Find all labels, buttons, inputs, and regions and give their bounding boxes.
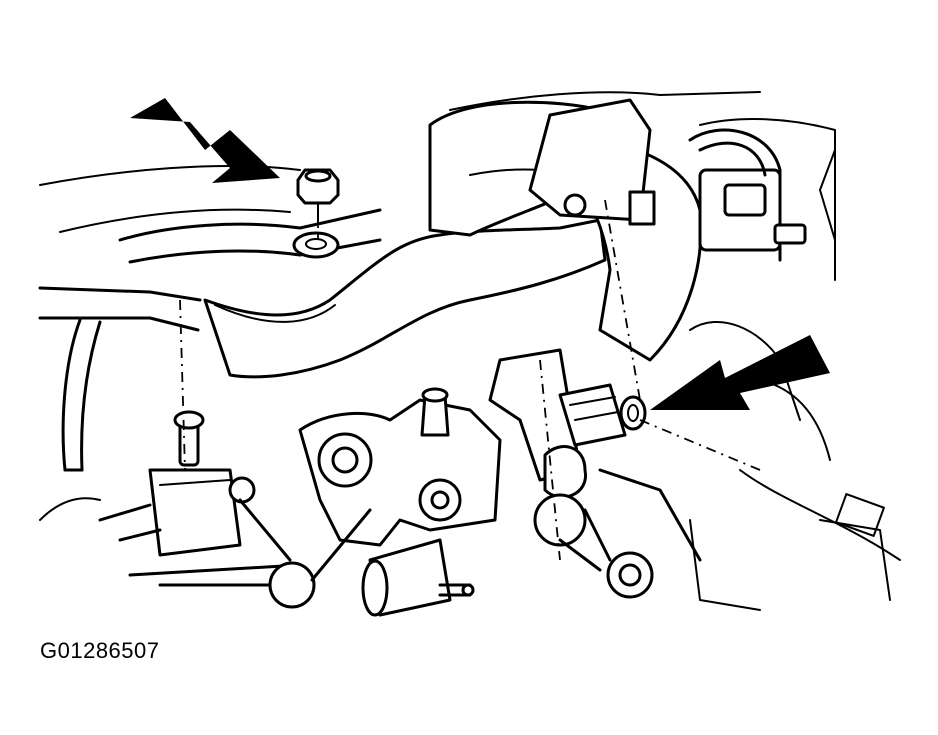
upper-hose xyxy=(118,208,382,264)
central-mount xyxy=(158,387,502,609)
lower-left-brackets xyxy=(98,410,302,577)
lower-actuator xyxy=(361,538,475,617)
left-vacuum-pipe xyxy=(38,286,202,472)
upper-sensor-assembly xyxy=(528,98,807,262)
alignment-lines xyxy=(179,199,761,561)
line-drawing xyxy=(38,91,901,617)
retaining-nut xyxy=(296,168,340,226)
connector-callout-arrow xyxy=(650,335,830,410)
figure-id-code: G01286507 xyxy=(40,638,160,663)
sensor-connector xyxy=(558,383,647,447)
mounting-bracket xyxy=(203,218,607,379)
right-linkage xyxy=(488,348,702,599)
engine-background xyxy=(39,91,901,611)
nut-callout-arrow xyxy=(130,98,280,183)
